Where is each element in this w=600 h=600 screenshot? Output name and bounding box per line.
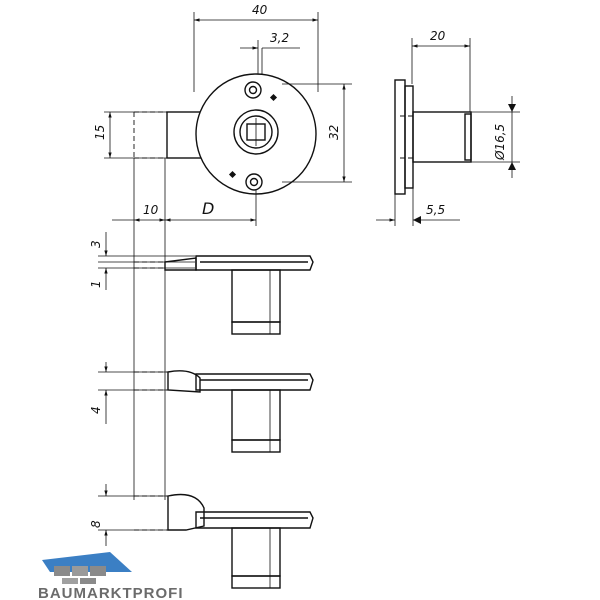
pin-bottom — [228, 170, 237, 179]
cylinder-body — [231, 527, 281, 577]
dim-label-d: D — [202, 199, 214, 218]
screw-hole-bottom-inner — [249, 177, 259, 187]
side-flange — [394, 79, 406, 195]
dim-label-10: 10 — [143, 203, 159, 217]
screw-hole-bottom — [245, 173, 263, 191]
side-view: 20 Ø16,5 5,5 — [376, 29, 520, 226]
logo-brick — [62, 578, 78, 584]
dim-label-15: 15 — [93, 125, 107, 140]
screw-hole-top-inner — [248, 85, 258, 95]
bolt-hook — [167, 370, 201, 393]
logo-text: BAUMARKTPROFI — [38, 585, 184, 600]
bolt-hook — [167, 493, 205, 531]
front-view: 40 3,2 32 15 — [93, 3, 352, 195]
logo-brick — [72, 566, 88, 576]
dim-label-8: 8 — [89, 520, 103, 528]
mount-plate — [195, 373, 314, 391]
dim-label-3: 3 — [89, 240, 103, 248]
logo-brick — [90, 566, 106, 576]
logo-brick — [80, 578, 96, 584]
screw-hole-top — [244, 81, 262, 99]
bolt-variant-1: 3 1 — [89, 232, 314, 335]
bolt-variant-2: 4 — [89, 362, 314, 453]
dim-label-3-2: 3,2 — [270, 31, 289, 45]
mount-plate — [195, 255, 314, 271]
logo-brick — [54, 566, 70, 576]
mount-plate — [195, 511, 314, 529]
dim-label-4: 4 — [89, 406, 103, 414]
arrow — [508, 104, 516, 112]
dim-label-20: 20 — [430, 29, 446, 43]
side-flange-inner — [404, 85, 414, 189]
dim-label-16-5: Ø16,5 — [493, 124, 507, 161]
arrow — [413, 216, 421, 224]
cylinder-end — [231, 575, 281, 589]
side-body-end — [464, 113, 472, 161]
side-body — [412, 111, 472, 163]
dim-label-32: 32 — [327, 125, 341, 140]
offset-dimension: 10 D — [112, 158, 257, 500]
cylinder-end — [231, 321, 281, 335]
cylinder-body — [231, 389, 281, 441]
arrow — [508, 162, 516, 170]
cylinder-body — [231, 269, 281, 323]
dim-label-5-5: 5,5 — [426, 203, 445, 217]
key-cylinder-outer — [233, 109, 279, 155]
dim-label-40: 40 — [252, 3, 268, 17]
dim-label-1: 1 — [89, 280, 103, 288]
key-cylinder-inner — [239, 115, 273, 149]
bolt-variant-3: 8 — [89, 484, 314, 589]
baumarktprofi-logo: BAUMARKTPROFI — [38, 552, 184, 600]
pin-top — [269, 93, 278, 102]
cylinder-end — [231, 439, 281, 453]
